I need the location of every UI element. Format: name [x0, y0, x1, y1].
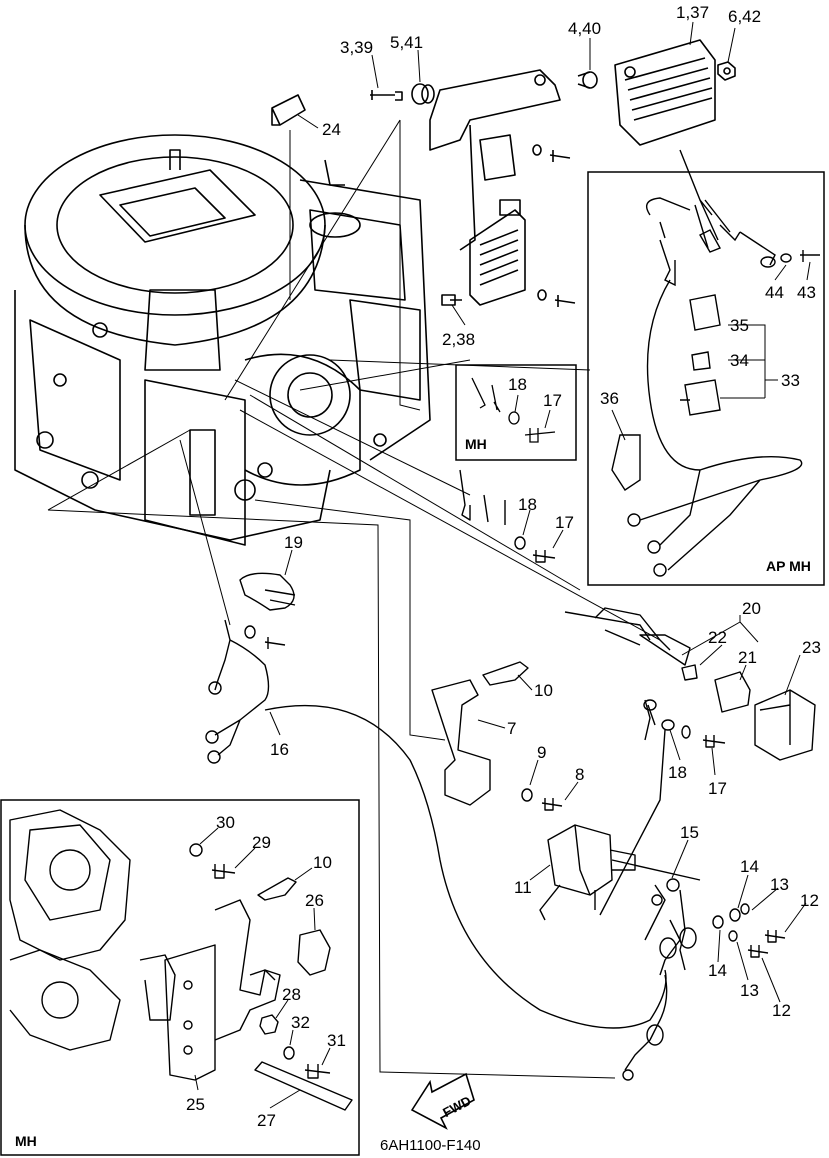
callout-14-lower: 14	[708, 961, 727, 980]
callout-23: 23	[802, 638, 821, 657]
callout-9: 9	[537, 743, 546, 762]
callout-18-mh: 18	[508, 375, 527, 394]
callout-7: 7	[507, 719, 516, 738]
callout-16: 16	[270, 740, 289, 759]
callout-28: 28	[282, 985, 301, 1004]
callout-2-38: 2,38	[442, 330, 475, 349]
callout-1-37: 1,37	[676, 3, 709, 22]
callout-5-41: 5,41	[390, 33, 423, 52]
callout-17-lower: 17	[708, 779, 727, 798]
callout-14-upper: 14	[740, 857, 759, 876]
leader-lines	[47, 119, 661, 1079]
callouts: 1,37 6,42 4,40 5,41 3,39 24 2,38 44 43 3…	[186, 3, 821, 1130]
callout-leaders	[194, 21, 811, 1109]
callout-36: 36	[600, 389, 619, 408]
callout-17-mh: 17	[543, 391, 562, 410]
callout-3-39: 3,39	[340, 38, 373, 57]
callout-10-upper: 10	[534, 681, 553, 700]
callout-35: 35	[730, 316, 749, 335]
callout-13-upper: 13	[770, 875, 789, 894]
callout-20: 20	[742, 599, 761, 618]
callout-43: 43	[797, 283, 816, 302]
callout-15: 15	[680, 823, 699, 842]
callout-22: 22	[708, 628, 727, 647]
callout-10-lower: 10	[313, 853, 332, 872]
callout-29: 29	[252, 833, 271, 852]
mh-small-label: MH	[465, 436, 487, 452]
callout-25: 25	[186, 1095, 205, 1114]
mh-bottom-inset: MH	[0, 799, 360, 1156]
callout-21: 21	[738, 648, 757, 667]
callout-18-upper: 18	[518, 495, 537, 514]
callout-27: 27	[257, 1111, 276, 1130]
callout-8: 8	[575, 765, 584, 784]
callout-30: 30	[216, 813, 235, 832]
callout-26: 26	[305, 891, 324, 910]
callout-33: 33	[781, 371, 800, 390]
ap-mh-inset: AP MH	[587, 149, 825, 586]
ap-mh-label: AP MH	[766, 558, 811, 574]
callout-19: 19	[284, 533, 303, 552]
callout-34: 34	[730, 351, 749, 370]
callout-18-lower: 18	[668, 763, 687, 782]
diagram-code: 6AH1100-F140	[380, 1137, 481, 1154]
middle-parts	[205, 469, 816, 1081]
callout-44: 44	[765, 283, 784, 302]
callout-11: 11	[514, 878, 532, 897]
callout-24: 24	[322, 120, 341, 139]
engine-illustration	[14, 134, 431, 546]
callout-12-upper: 12	[800, 891, 819, 910]
callout-6-42: 6,42	[728, 7, 761, 26]
callout-12-lower: 12	[772, 1001, 791, 1020]
mh-small-inset: MH	[455, 364, 577, 461]
callout-31: 31	[327, 1031, 346, 1050]
callout-13-lower: 13	[740, 981, 759, 1000]
fwd-arrow: FWD	[410, 1072, 475, 1130]
mh-bottom-label: MH	[15, 1133, 37, 1149]
callout-17-upper: 17	[555, 513, 574, 532]
callout-32: 32	[291, 1013, 310, 1032]
bracket-and-rectifier	[271, 39, 736, 307]
callout-4-40: 4,40	[568, 19, 601, 38]
